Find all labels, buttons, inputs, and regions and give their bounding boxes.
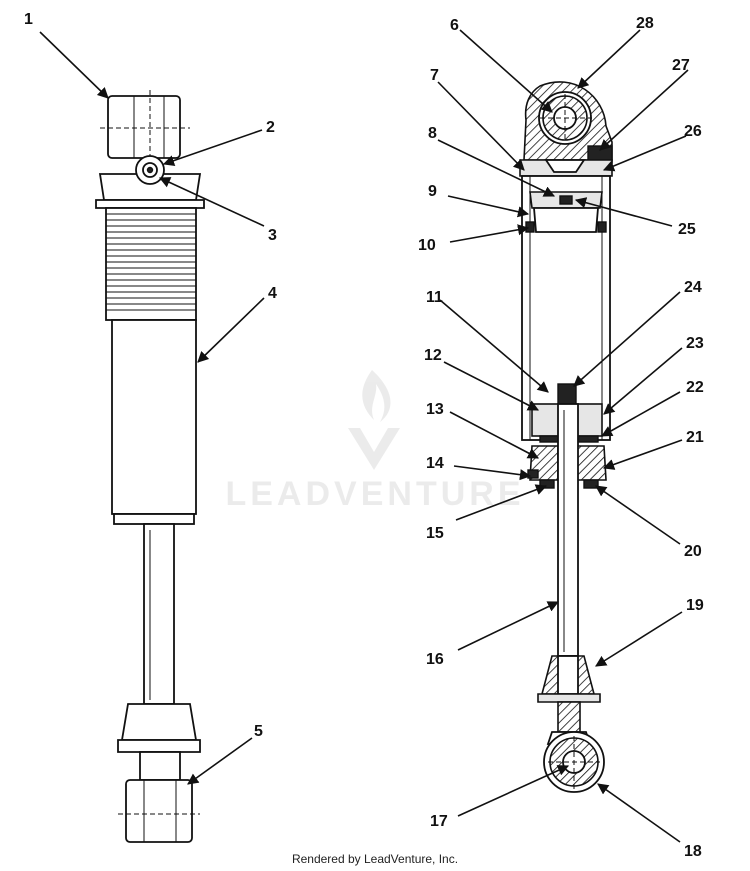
callout-27: 27: [672, 57, 690, 74]
callout-4: 4: [268, 285, 277, 302]
callout-leaders: [39, 29, 689, 843]
callout-19: 19: [686, 597, 704, 614]
shock-cutaway-view: [519, 81, 613, 793]
callout-25: 25: [678, 221, 696, 238]
footer-credit: Rendered by LeadVenture, Inc.: [291, 852, 459, 866]
callout-26: 26: [684, 123, 702, 140]
callout-16: 16: [426, 651, 444, 668]
callout-8: 8: [428, 125, 437, 142]
callout-9: 9: [428, 183, 437, 200]
callout-17: 17: [430, 813, 448, 830]
callout-24: 24: [684, 279, 702, 296]
callout-numbers: 1 2 3 4 5 6 7 8 9 10 11 12 13 14 15 16 1…: [24, 11, 704, 860]
callout-11: 11: [426, 289, 443, 306]
callout-18: 18: [684, 843, 702, 860]
callout-22: 22: [686, 379, 704, 396]
callout-21: 21: [686, 429, 704, 446]
watermark-text: LEADVENTURE: [225, 475, 524, 513]
callout-7: 7: [430, 67, 439, 84]
callout-10: 10: [418, 237, 436, 254]
callout-12: 12: [424, 347, 442, 364]
callout-23: 23: [686, 335, 704, 352]
callout-5: 5: [254, 723, 263, 740]
callout-15: 15: [426, 525, 444, 542]
callout-28: 28: [636, 15, 654, 32]
callout-13: 13: [426, 401, 444, 418]
callout-3: 3: [268, 227, 277, 244]
callout-20: 20: [684, 543, 702, 560]
shock-exterior-view: [95, 90, 205, 843]
callout-1: 1: [24, 11, 33, 28]
watermark-logo: LEADVENTURE: [225, 370, 524, 513]
callout-6: 6: [450, 17, 459, 34]
thread-lines: [106, 213, 196, 311]
callout-2: 2: [266, 119, 275, 136]
callout-14: 14: [426, 455, 444, 472]
